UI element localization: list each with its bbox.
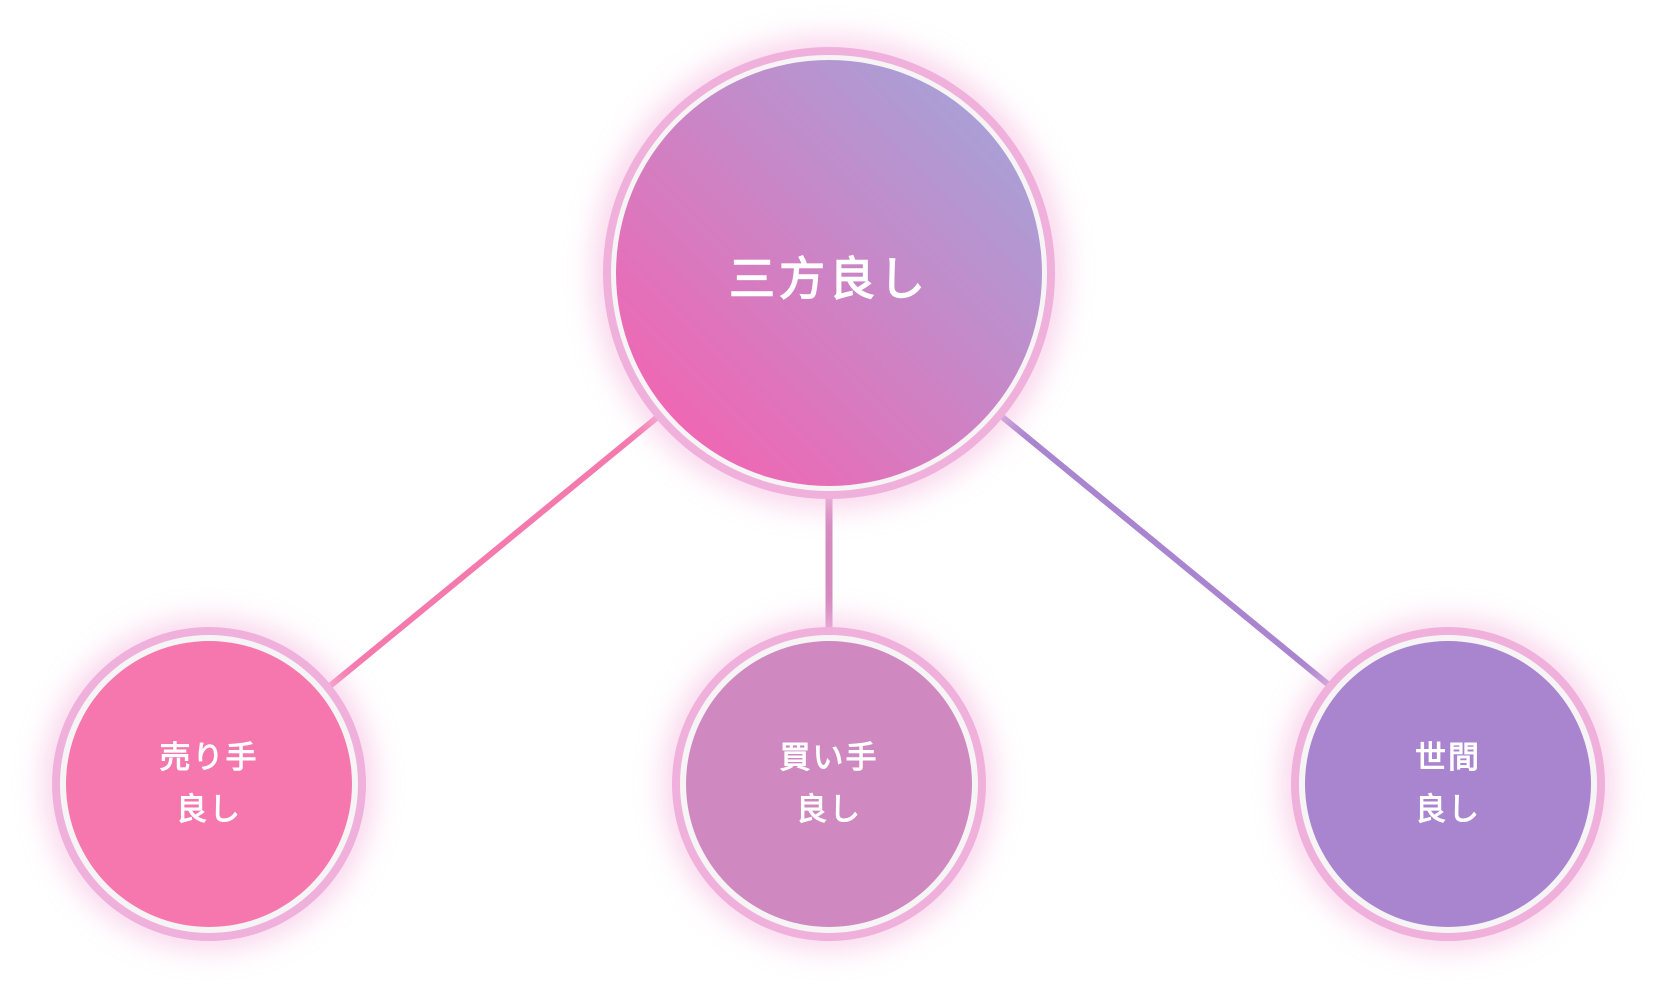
center-node xyxy=(593,37,1065,509)
node-buyer-label: 買い手 良し xyxy=(780,732,879,836)
node-buyer-line2: 良し xyxy=(796,792,862,828)
node-society-line1: 世間 xyxy=(1415,740,1481,776)
node-society-label: 世間 良し xyxy=(1415,732,1481,836)
node-buyer-circle xyxy=(663,618,995,950)
node-seller-label: 売り手 良し xyxy=(160,732,259,836)
node-seller-circle xyxy=(43,618,375,950)
node-society-line2: 良し xyxy=(1415,792,1481,828)
node-seller-line1: 売り手 xyxy=(159,740,259,776)
node-buyer-line1: 買い手 xyxy=(779,740,879,776)
connector-seller xyxy=(323,412,662,693)
connector-society xyxy=(998,412,1337,693)
node-seller-line2: 良し xyxy=(176,792,242,828)
center-label: 三方良し xyxy=(729,252,929,306)
node-society-circle xyxy=(1282,618,1614,950)
